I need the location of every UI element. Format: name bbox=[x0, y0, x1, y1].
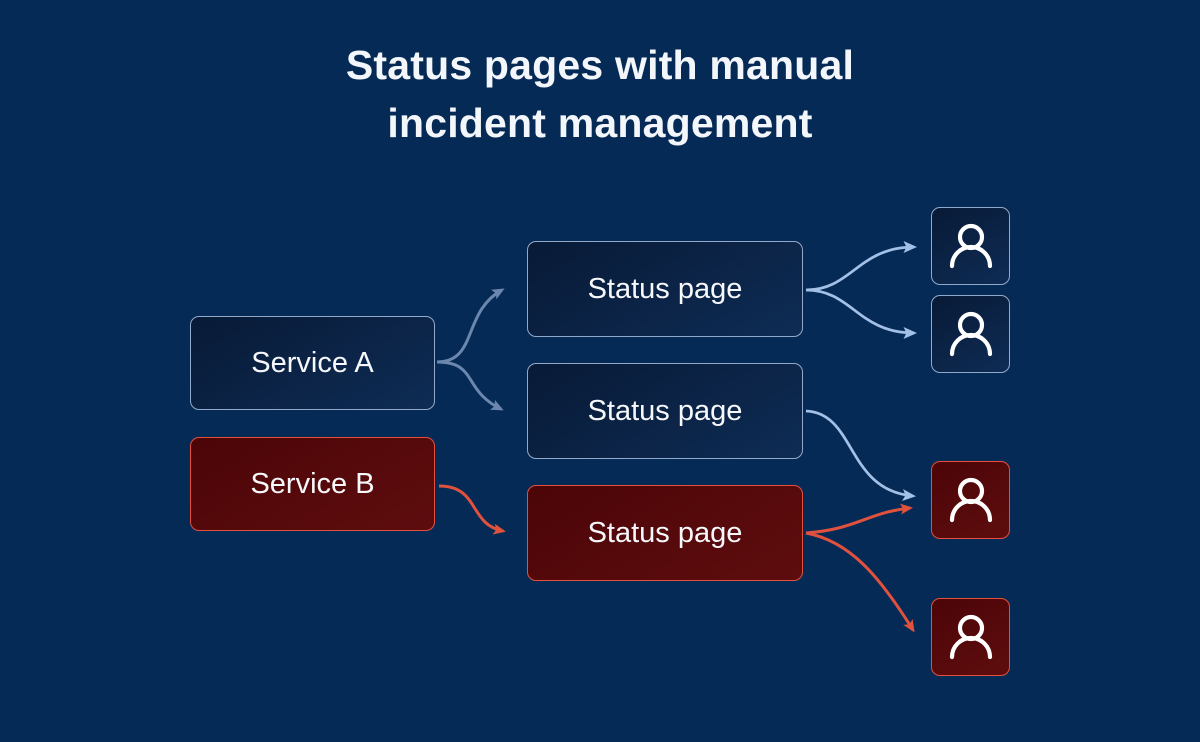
edge-service-a-to-status-page-2 bbox=[436, 360, 504, 411]
diagram-title-line1: Status pages with manual bbox=[345, 42, 855, 88]
node-status-page-3: Status page bbox=[527, 485, 803, 581]
node-user-2 bbox=[931, 295, 1010, 373]
diagram-title: Status pages with manual incident manage… bbox=[0, 36, 1200, 152]
node-service-b: Service B bbox=[190, 437, 435, 531]
edge-service-a-to-status-page-1 bbox=[436, 288, 505, 364]
node-status-page-1: Status page bbox=[527, 241, 803, 337]
node-user-1 bbox=[931, 207, 1010, 285]
person-icon bbox=[945, 221, 997, 271]
edge-status-page-1-to-user-2 bbox=[805, 288, 917, 339]
node-status-page-2-label: Status page bbox=[587, 394, 743, 427]
node-status-page-1-label: Status page bbox=[587, 272, 743, 305]
node-user-3 bbox=[931, 461, 1010, 539]
node-user-4 bbox=[931, 598, 1010, 676]
node-service-a-label: Service A bbox=[251, 346, 374, 379]
node-status-page-2: Status page bbox=[527, 363, 803, 459]
edge-status-page-1-to-user-1 bbox=[805, 241, 917, 292]
node-status-page-3-label: Status page bbox=[587, 516, 743, 549]
edge-service-b-to-status-page-3 bbox=[438, 484, 506, 535]
node-service-a: Service A bbox=[190, 316, 435, 410]
person-icon bbox=[945, 475, 997, 525]
diagram-title-line2: incident management bbox=[387, 100, 813, 147]
person-icon bbox=[945, 309, 997, 359]
edge-status-page-3-to-user-3 bbox=[805, 503, 913, 535]
person-icon bbox=[945, 612, 997, 662]
node-service-b-label: Service B bbox=[250, 467, 375, 500]
edge-status-page-3-to-user-4 bbox=[805, 531, 915, 633]
edge-status-page-2-to-user-3 bbox=[805, 409, 916, 502]
